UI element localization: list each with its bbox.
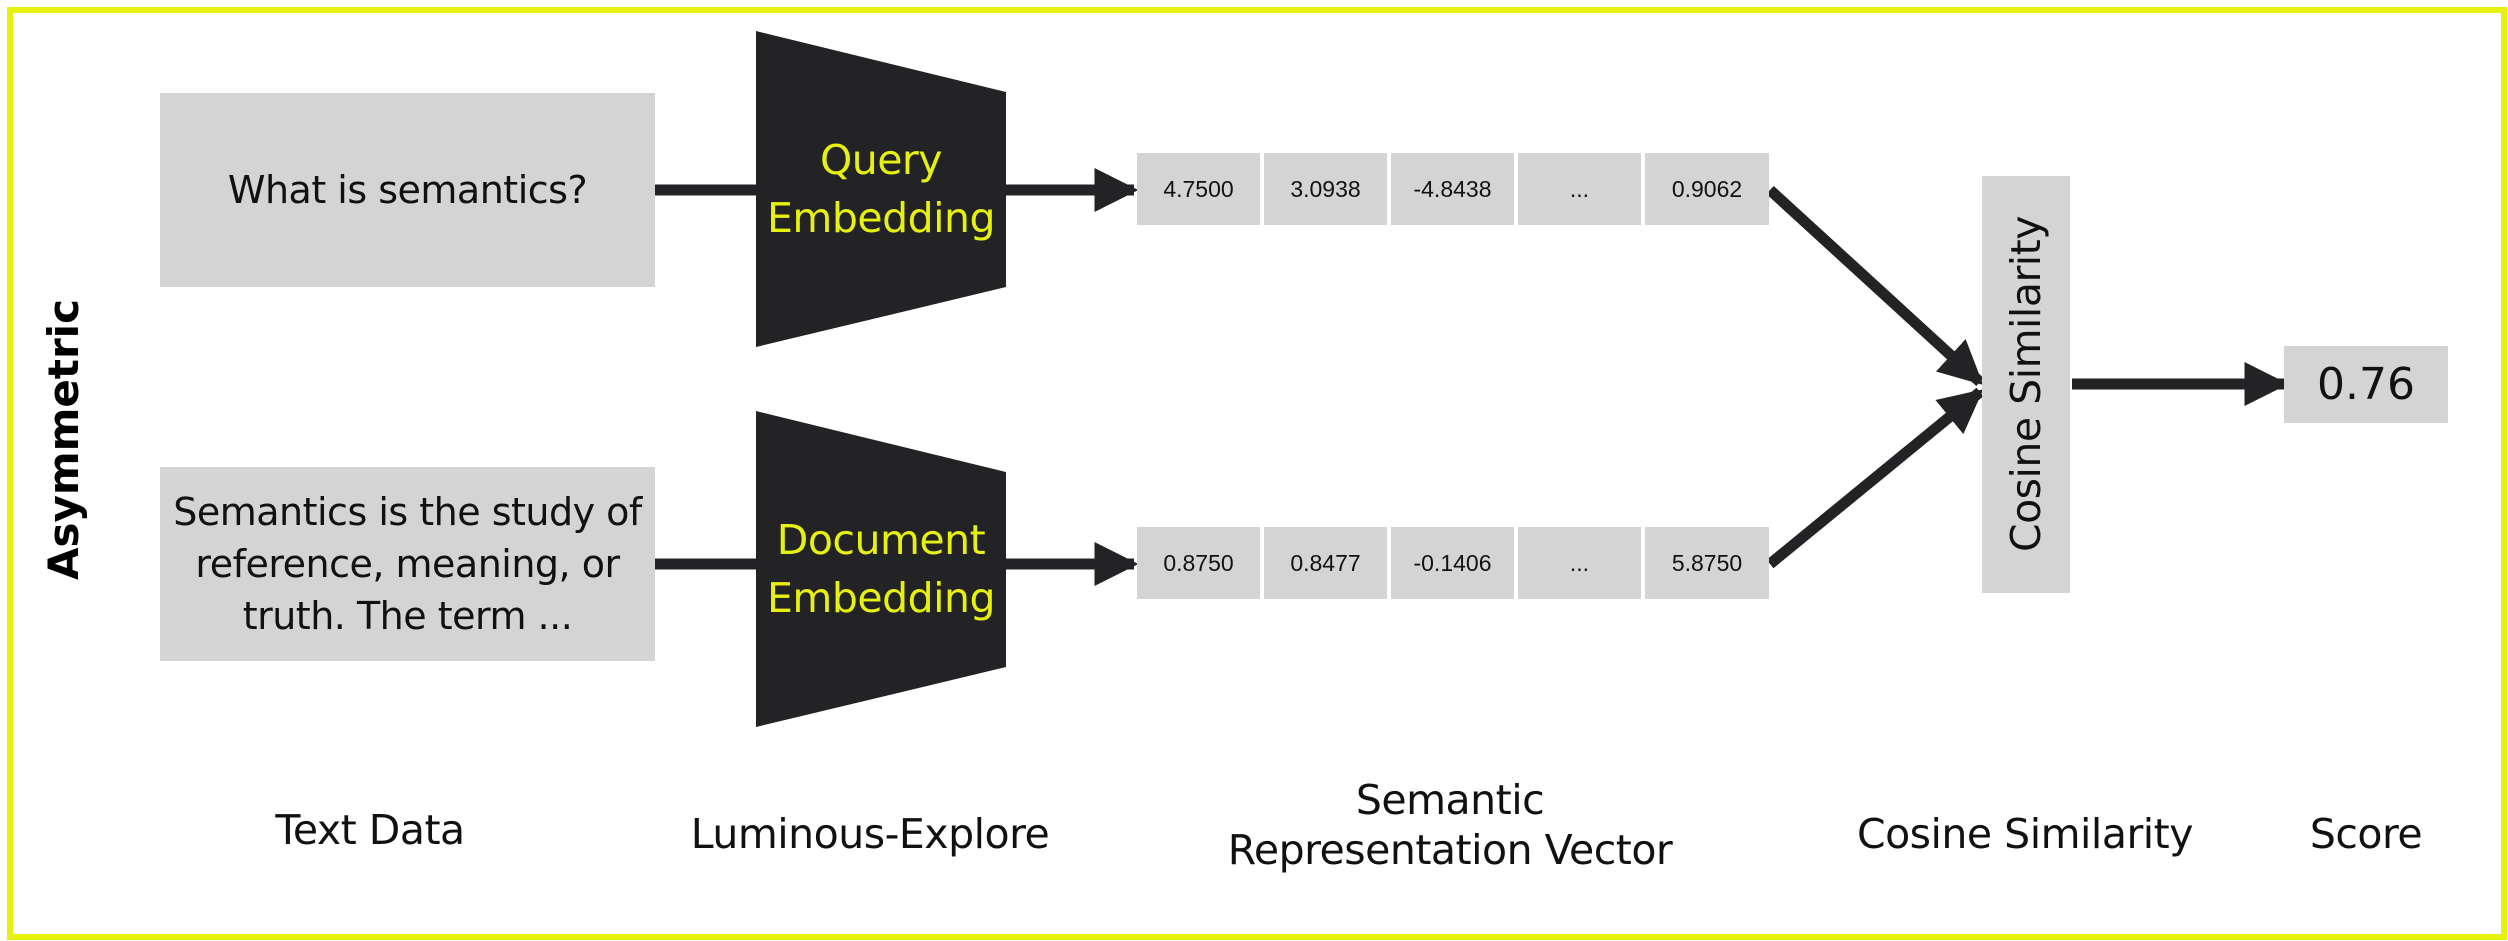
caption-similarity: Cosine Similarity xyxy=(1856,810,2194,858)
caption-vector-line-2: Representation Vector xyxy=(1227,826,1673,874)
document-encoder: Document Embedding xyxy=(756,411,1006,727)
query-text: What is semantics? xyxy=(227,168,588,212)
query-encoder-label-line-1: Query xyxy=(819,136,943,184)
document-vector: 0.8750 0.8477 -0.1406 ... 5.8750 xyxy=(1137,527,1769,599)
vector-cell: ... xyxy=(1518,527,1641,599)
document-encoder-label: Document Embedding xyxy=(756,411,1006,727)
vector-cell: 0.9062 xyxy=(1645,153,1769,225)
query-encoder-label: Query Embedding xyxy=(756,31,1006,347)
caption-model: Luminous-Explore xyxy=(690,810,1050,858)
cosine-similarity-box: Cosine Similarity xyxy=(1982,176,2070,593)
diagram-frame xyxy=(7,7,2507,940)
vector-cell: 4.7500 xyxy=(1137,153,1260,225)
vector-cell: 5.8750 xyxy=(1645,527,1769,599)
document-encoder-label-line-2: Embedding xyxy=(766,574,996,622)
vector-cell: 0.8477 xyxy=(1264,527,1387,599)
cosine-similarity-label: Cosine Similarity xyxy=(2002,215,2050,553)
score-box: 0.76 xyxy=(2284,346,2448,423)
arrow-query-vector-to-similarity xyxy=(1766,185,1984,387)
caption-score: Score xyxy=(2309,810,2423,858)
row-label: Asymmetric xyxy=(39,299,88,580)
document-text-line-2: reference, meaning, or xyxy=(195,542,620,586)
document-text-line-1: Semantics is the study of xyxy=(173,490,642,534)
document-encoder-label-line-1: Document xyxy=(776,516,986,564)
vector-cell: 3.0938 xyxy=(1264,153,1387,225)
query-encoder-shape xyxy=(756,31,1006,347)
query-vector: 4.7500 3.0938 -4.8438 ... 0.9062 xyxy=(1137,153,1769,225)
query-encoder: Query Embedding xyxy=(756,31,1006,347)
vector-cell: -0.1406 xyxy=(1391,527,1514,599)
document-encoder-shape xyxy=(756,411,1006,727)
query-encoder-label-line-2: Embedding xyxy=(766,194,996,242)
vector-cell: 0.8750 xyxy=(1137,527,1260,599)
caption-vector-line-1: Semantic xyxy=(1355,776,1545,824)
score-value: 0.76 xyxy=(2317,359,2415,410)
caption-text-data: Text Data xyxy=(275,806,465,854)
caption-vector: Semantic Representation Vector xyxy=(1150,775,1750,875)
document-text-line-3: truth. The term ... xyxy=(242,594,573,638)
arrow-doc-vector-to-similarity xyxy=(1766,387,1984,569)
vector-cell: -4.8438 xyxy=(1391,153,1514,225)
document-text-box: Semantics is the study of reference, mea… xyxy=(160,467,655,661)
query-text-box: What is semantics? xyxy=(160,93,655,287)
vector-cell: ... xyxy=(1518,153,1641,225)
